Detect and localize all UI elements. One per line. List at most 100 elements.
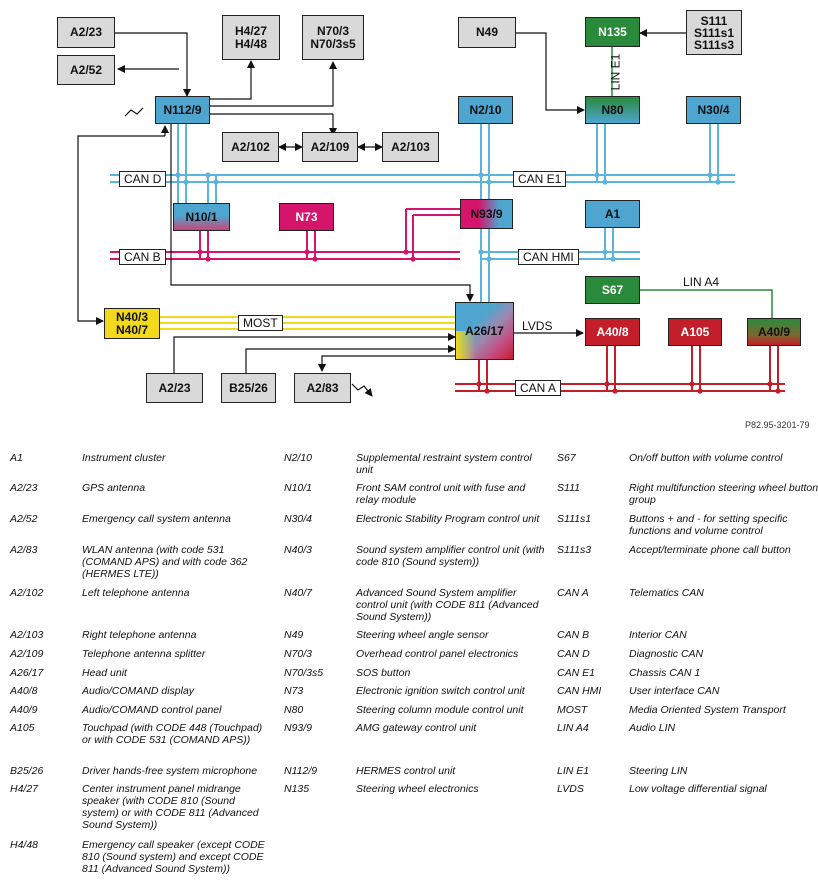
legend-code: A2/83 (10, 544, 38, 556)
legend-code: S111s1 (557, 513, 592, 525)
legend-description: Telematics CAN (629, 587, 704, 599)
legend-description: Accept/terminate phone call button (629, 544, 791, 556)
module-n2-10-label: N2/10 (469, 102, 502, 117)
module-a2-23-bottom: A2/23 (146, 373, 203, 403)
module-n10-1-label: N10/1 (185, 209, 218, 224)
legend-description: Emergency call system antenna (82, 513, 231, 525)
module-n40-3-n40-7-label: N40/3 N40/7 (115, 309, 149, 337)
module-n93-9-label: N93/9 (470, 206, 503, 221)
legend-code: A2/102 (10, 587, 44, 599)
legend-description: AMG gateway control unit (356, 722, 477, 734)
module-n30-4: N30/4 (686, 96, 741, 124)
bus-wiring (77, 29, 785, 397)
bus-label-can-d: CAN D (119, 171, 167, 187)
module-n49-label: N49 (475, 25, 498, 39)
legend-code: N2/10 (284, 452, 313, 464)
legend-code: N40/7 (284, 587, 313, 599)
module-a26-17: A26/17 (455, 302, 514, 360)
legend-description: Right multifunction steering wheel butto… (629, 482, 818, 506)
legend-description: Steering column module control unit (356, 704, 524, 716)
legend-description: Media Oriented System Transport (629, 704, 786, 716)
legend-code: A105 (10, 722, 35, 734)
legend-description: WLAN antenna (with code 531 (COMAND APS)… (82, 544, 248, 580)
module-a2-52-label: A2/52 (69, 62, 103, 77)
module-n112-9: N112/9 (155, 96, 210, 124)
module-a40-8: A40/8 (585, 318, 640, 346)
legend-code: CAN HMI (557, 685, 602, 697)
legend-description: Steering wheel electronics (356, 783, 479, 795)
legend-code: N10/1 (284, 482, 313, 494)
module-a2-23-bottom-label: A2/23 (158, 380, 191, 395)
legend-description: User interface CAN (629, 685, 720, 697)
module-a2-52: A2/52 (57, 55, 115, 85)
legend-code: A26/17 (10, 667, 44, 679)
can-b-bus (110, 208, 460, 260)
module-a40-9: A40/9 (747, 318, 801, 346)
module-h4-27-h4-48-label: H4/27 H4/48 (234, 23, 268, 51)
bus-label-lvds: LVDS (522, 319, 553, 333)
legend-description: Steering LIN (629, 765, 688, 777)
legend-description: Telephone antenna splitter (82, 648, 206, 660)
legend-code: A40/9 (10, 704, 38, 716)
legend-description: Center instrument panel midrange speaker… (82, 783, 259, 831)
legend-description: SOS button (356, 667, 411, 679)
legend-code: LVDS (557, 783, 584, 795)
module-a105: A105 (668, 318, 722, 346)
legend-code: N73 (284, 685, 304, 697)
module-a26-17-label: A26/17 (465, 323, 504, 338)
legend-description: Audio LIN (629, 722, 676, 734)
network-diagram: A2/23 A2/52 H4/27 H4/48 N70/3 N70/3s5 N4… (0, 0, 818, 430)
module-n30-4-label: N30/4 (697, 102, 730, 117)
legend-code: N70/3 (284, 648, 313, 660)
legend-description: Emergency call speaker (except CODE 810 … (82, 839, 265, 875)
module-n112-9-label: N112/9 (163, 102, 202, 117)
module-n10-1: N10/1 (173, 203, 230, 231)
legend-code: N70/3s5 (284, 667, 324, 679)
module-s111-label: S111 S111s1 S111s3 (693, 13, 735, 52)
module-a2-83-label: A2/83 (306, 380, 339, 395)
module-a2-109: A2/109 (302, 132, 358, 162)
legend-description: On/off button with volume control (629, 452, 783, 464)
bus-label-can-e1: CAN E1 (513, 171, 567, 187)
legend-code: H4/27 (10, 783, 39, 795)
most-bus (160, 316, 455, 330)
legend-code: N49 (284, 629, 304, 641)
legend-code: B25/26 (10, 765, 44, 777)
legend-code: A2/23 (10, 482, 38, 494)
legend-description: Advanced Sound System amplifier control … (356, 587, 539, 623)
reference-code: P82.95-3201-79 (745, 420, 810, 430)
junction-dots (175, 172, 781, 394)
legend-code: CAN D (557, 648, 590, 660)
module-a2-83: A2/83 (294, 373, 351, 403)
legend-code: A2/109 (10, 648, 44, 660)
legend-description: Electronic Stability Program control uni… (356, 513, 540, 525)
bus-label-lin-a4: LIN A4 (683, 275, 720, 289)
module-s67: S67 (585, 276, 640, 304)
module-n135: N135 (585, 17, 640, 47)
legend-code: A2/103 (10, 629, 44, 641)
module-n80-label: N80 (601, 102, 624, 117)
module-a40-8-label: A40/8 (596, 324, 629, 339)
legend-description: Buttons + and - for setting specific fun… (629, 513, 788, 537)
legend-code: H4/48 (10, 839, 39, 851)
legend-code: LIN A4 (557, 722, 589, 734)
legend-description: GPS antenna (82, 482, 146, 494)
module-n135-label: N135 (598, 24, 627, 39)
module-n70-3-label: N70/3 N70/3s5 (310, 23, 356, 51)
module-n80: N80 (585, 96, 640, 124)
legend-code: S111s3 (557, 544, 592, 556)
legend-description: Instrument cluster (82, 452, 166, 464)
legend-code: N135 (284, 783, 310, 795)
legend-code: A2/52 (10, 513, 38, 525)
lin-lines (611, 46, 773, 319)
legend-description: Head unit (82, 667, 127, 679)
legend-code: A1 (10, 452, 23, 464)
bus-label-lin-e1: LIN E1 (608, 53, 623, 91)
legend-description: Audio/COMAND display (82, 685, 195, 697)
module-a2-109-label: A2/109 (310, 139, 350, 154)
legend-code: N112/9 (284, 765, 318, 777)
legend-code: N80 (284, 704, 304, 716)
legend-code: CAN A (557, 587, 589, 599)
legend-description: Supplemental restraint system control un… (356, 452, 532, 476)
module-n70-3: N70/3 N70/3s5 (302, 15, 364, 60)
